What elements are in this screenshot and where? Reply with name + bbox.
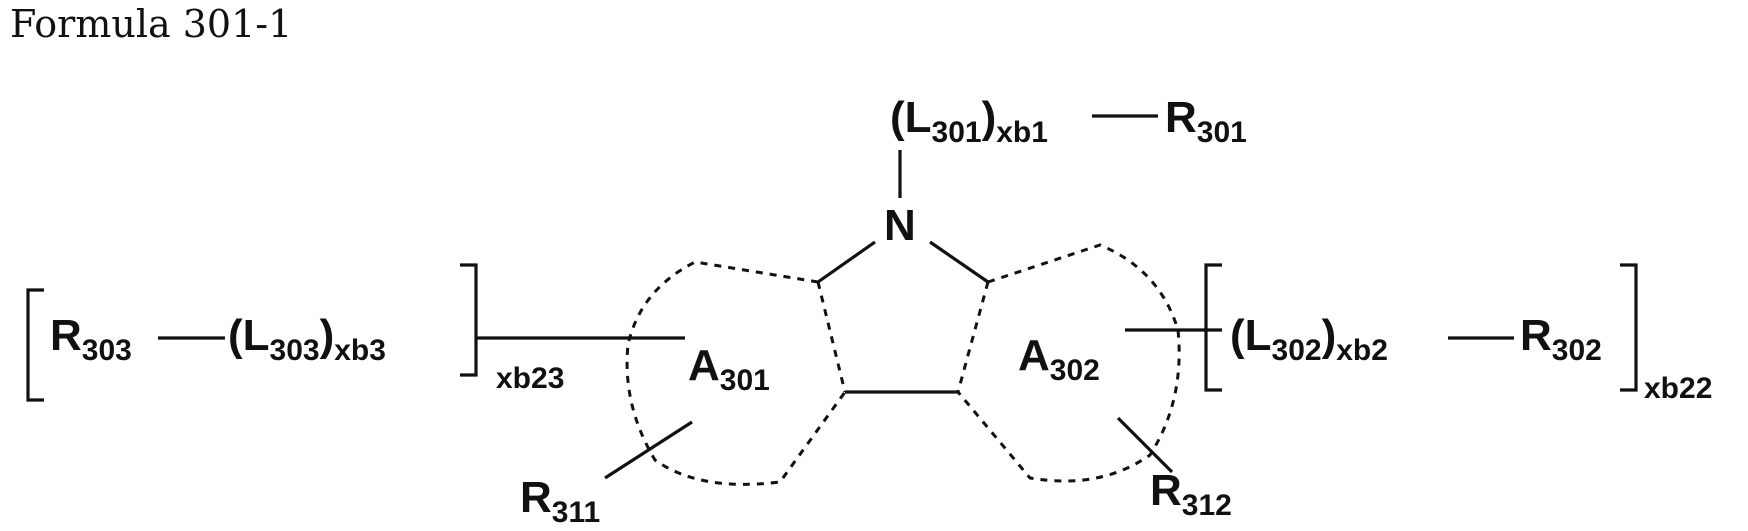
top-r301-label: R301 xyxy=(1165,93,1247,149)
right-repeat-index: xb22 xyxy=(1644,372,1712,405)
bond-right-fused xyxy=(958,282,988,392)
left-bracket-open xyxy=(28,290,44,400)
sub-r311-label: R311 xyxy=(520,473,600,529)
bond-left-fused xyxy=(818,282,845,392)
ring-a302-label: A302 xyxy=(1018,331,1100,387)
bond-r311 xyxy=(605,422,692,478)
bond-n-right xyxy=(930,242,988,282)
bond-r312 xyxy=(1118,418,1172,472)
ring-a301-label: A301 xyxy=(688,341,770,397)
left-repeat-index: xb23 xyxy=(496,362,564,395)
right-r302-label: R302 xyxy=(1520,311,1602,367)
right-bracket-close xyxy=(1620,265,1636,390)
right-l302-label: (L302)xb2 xyxy=(1230,311,1388,367)
nitrogen-atom: N xyxy=(884,201,916,250)
left-l303-label: (L303)xb3 xyxy=(228,311,386,367)
left-bracket-close xyxy=(460,265,476,375)
right-bracket-open xyxy=(1206,265,1222,390)
bond-n-left xyxy=(818,242,875,282)
sub-r312-label: R312 xyxy=(1150,466,1232,522)
left-r303-label: R303 xyxy=(50,311,132,367)
top-group-label: (L301)xb1 xyxy=(890,93,1048,149)
